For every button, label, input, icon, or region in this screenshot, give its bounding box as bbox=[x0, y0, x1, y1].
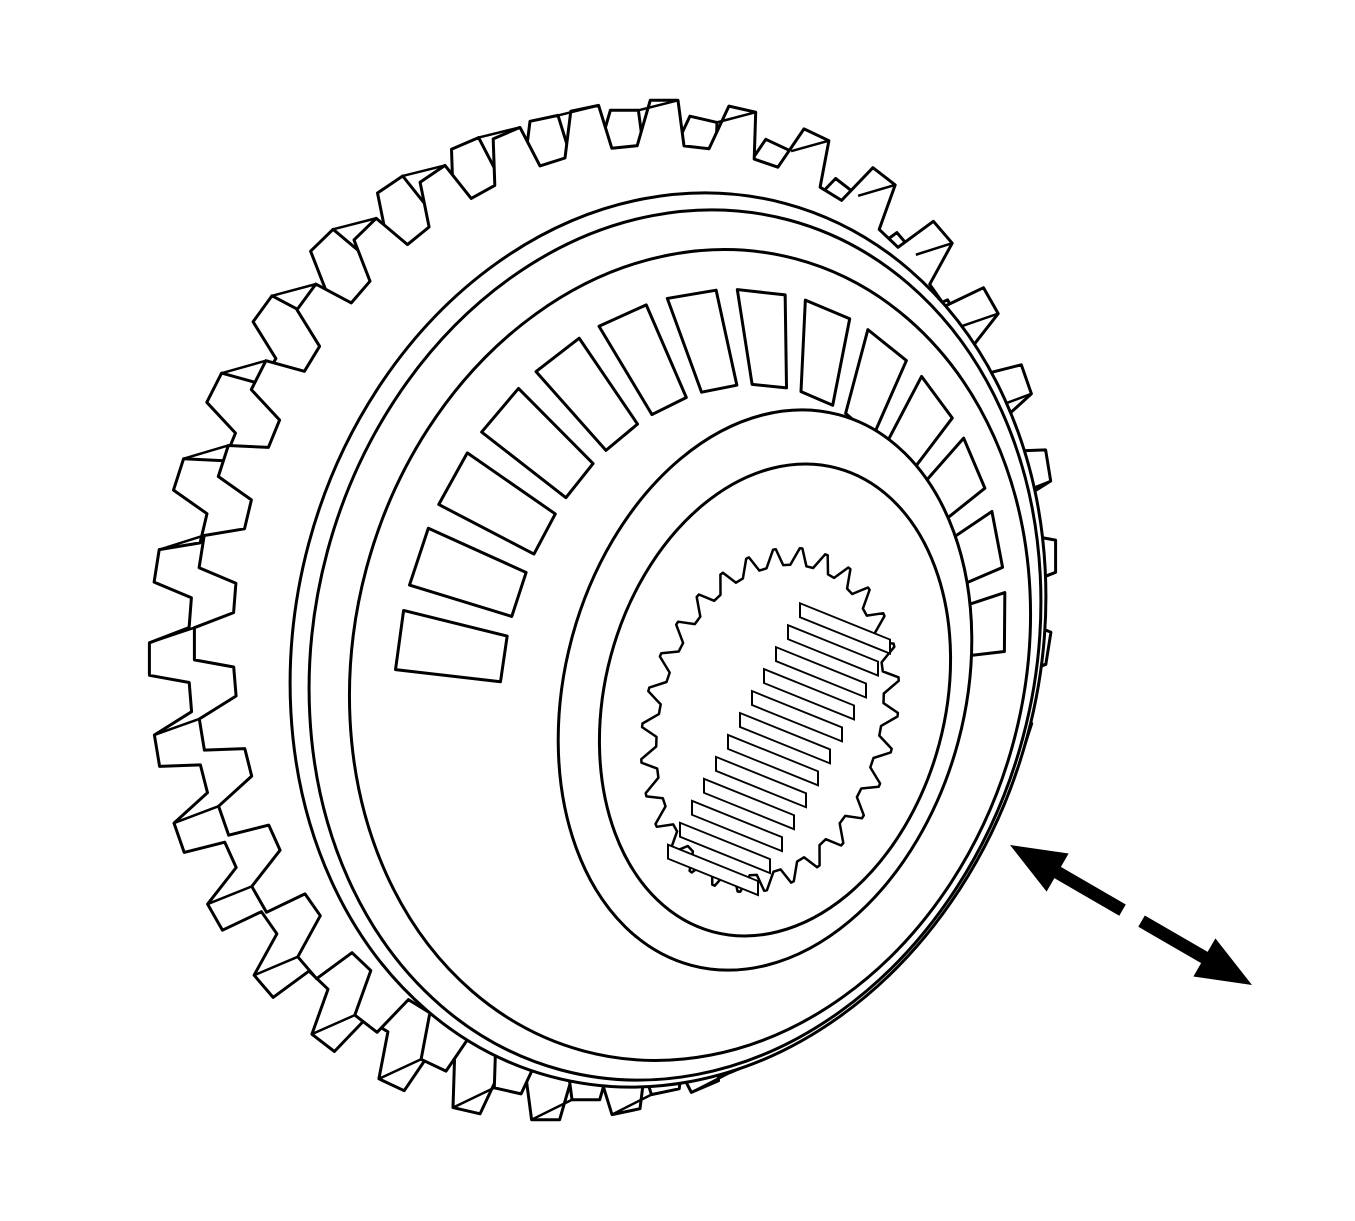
dog-tooth bbox=[480, 386, 595, 500]
tooth-edge-line bbox=[915, 241, 953, 256]
tooth-edge-line bbox=[158, 534, 205, 551]
spline-ridge bbox=[751, 689, 843, 743]
tooth-edge-line bbox=[478, 126, 521, 139]
tooth-edge-line bbox=[148, 626, 195, 644]
tooth-edge-line bbox=[332, 217, 377, 231]
arrow-shaft bbox=[1050, 864, 1212, 966]
tooth-edge-line bbox=[690, 1071, 731, 1094]
spline-ridge bbox=[763, 667, 855, 721]
dog-teeth bbox=[394, 288, 1007, 684]
tooth-edge-line bbox=[531, 1098, 573, 1121]
spline-ridge bbox=[799, 601, 891, 655]
tooth-edge-line bbox=[271, 282, 317, 298]
tooth-edge-line bbox=[207, 885, 253, 906]
dog-tooth bbox=[437, 451, 557, 556]
spline-ridge bbox=[715, 755, 807, 809]
tooth-edge-line bbox=[857, 183, 896, 198]
dog-tooth bbox=[408, 526, 528, 618]
spline-ridge bbox=[679, 821, 771, 875]
inner-spline bbox=[640, 546, 900, 897]
tooth-edge-line bbox=[221, 359, 267, 375]
tooth-edge-line bbox=[183, 444, 229, 460]
tooth-edge-line bbox=[557, 104, 599, 117]
spline-ridge bbox=[739, 711, 831, 765]
tooth-edge-line bbox=[452, 1086, 495, 1109]
spline-ridge bbox=[667, 843, 759, 897]
arrowhead bbox=[1193, 938, 1252, 985]
tooth-edge-line bbox=[716, 110, 757, 124]
tooth-edge-line bbox=[402, 164, 446, 178]
tooth-edge-line bbox=[253, 955, 299, 977]
dog-tooth bbox=[534, 336, 640, 452]
arrowhead bbox=[1010, 845, 1069, 892]
tooth-edge-line bbox=[790, 139, 830, 153]
spline-ridge bbox=[775, 645, 867, 699]
movement-arrow-icon bbox=[1010, 845, 1252, 985]
tooth-edge-line bbox=[638, 99, 679, 112]
tooth-edge-line bbox=[173, 805, 220, 825]
spline-ridge bbox=[727, 733, 819, 787]
tooth-edge-line bbox=[153, 717, 200, 737]
spline-ridge bbox=[703, 777, 795, 831]
dog-tooth bbox=[735, 288, 789, 390]
dog-tooth bbox=[799, 298, 852, 407]
spline-ridge bbox=[787, 623, 879, 677]
spline-ridge bbox=[691, 799, 783, 853]
tooth-edge-line bbox=[611, 1093, 652, 1116]
tooth-edge-line bbox=[311, 1013, 356, 1036]
tooth-edge-line bbox=[378, 1058, 422, 1080]
dog-tooth bbox=[665, 288, 739, 394]
tooth-edge-line bbox=[961, 312, 999, 328]
dog-tooth bbox=[394, 608, 509, 684]
dog-tooth bbox=[597, 303, 688, 417]
